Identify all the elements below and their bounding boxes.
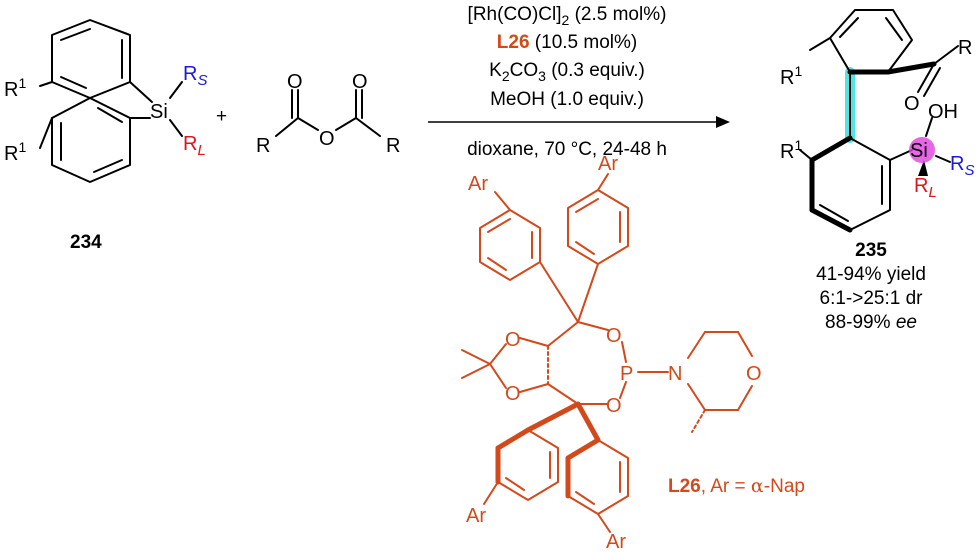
- ligand-ar-label: Ar: [466, 505, 486, 527]
- condition-additive: MeOH (1.0 equiv.): [490, 89, 644, 110]
- condition-catalyst: [Rh(CO)Cl]2 (2.5 mol%): [468, 4, 667, 28]
- product-compound-label: 235: [855, 240, 887, 261]
- product-ee: 88-99% ee: [825, 312, 917, 333]
- ligand-n-atom: N: [668, 363, 682, 385]
- condition-solvent-temp-time: dioxane, 70 °C, 24-48 h: [467, 139, 667, 160]
- product-ketone-r: R: [958, 37, 972, 59]
- ligand-caption: L26, Ar = α-Nap: [668, 475, 805, 497]
- product-rs-label: RS: [950, 153, 974, 179]
- product-r1-bottom: R1: [780, 137, 802, 163]
- ligand-p-atom: P: [620, 363, 633, 385]
- anhydride-r-right: R: [386, 135, 400, 157]
- anhydride-structure: [275, 89, 381, 137]
- ligand-o-atom: O: [606, 395, 622, 417]
- product-si-atom: Si: [910, 140, 928, 162]
- condition-base: K2CO3 (0.3 equiv.): [489, 60, 645, 84]
- ligand-o-atom: O: [746, 363, 762, 385]
- product-dr: 6:1->25:1 dr: [820, 288, 924, 309]
- anhydride-o-bridge: O: [319, 128, 335, 150]
- reactant-r1-top: R1: [4, 75, 26, 101]
- product-oh-group: OH: [928, 101, 958, 123]
- anhydride-o-carbonyl-left: O: [287, 71, 303, 93]
- highlighted-si-center: [909, 137, 935, 163]
- plus-sign: +: [216, 106, 227, 127]
- ligand-ar-label: Ar: [606, 531, 626, 552]
- anhydride-o-carbonyl-right: O: [352, 71, 368, 93]
- anhydride-r-left: R: [256, 135, 270, 157]
- product-rl-label: RL: [914, 175, 937, 201]
- product-ketone-o: O: [904, 93, 920, 115]
- reactant-si-atom: Si: [150, 101, 168, 123]
- ligand-ar-label: Ar: [468, 173, 488, 195]
- product-r1-top: R1: [780, 63, 802, 89]
- reactant-234-structure: [39, 19, 183, 183]
- reactant-r1-bottom: R1: [4, 139, 26, 165]
- condition-ligand: L26 (10.5 mol%): [497, 32, 637, 53]
- reaction-arrow-head: [716, 116, 730, 128]
- ligand-l26-structure: [461, 173, 753, 533]
- reactant-rl-label: RL: [183, 133, 206, 159]
- reactant-rs-label: RS: [183, 63, 207, 89]
- reactant-compound-label: 234: [70, 232, 102, 253]
- product-yield: 41-94% yield: [816, 264, 926, 285]
- ligand-o-atom: O: [505, 329, 521, 351]
- ligand-ar-label: Ar: [598, 153, 618, 175]
- ligand-o-atom: O: [505, 383, 521, 405]
- product-235-structure: [799, 9, 959, 233]
- ligand-o-atom: O: [606, 325, 622, 347]
